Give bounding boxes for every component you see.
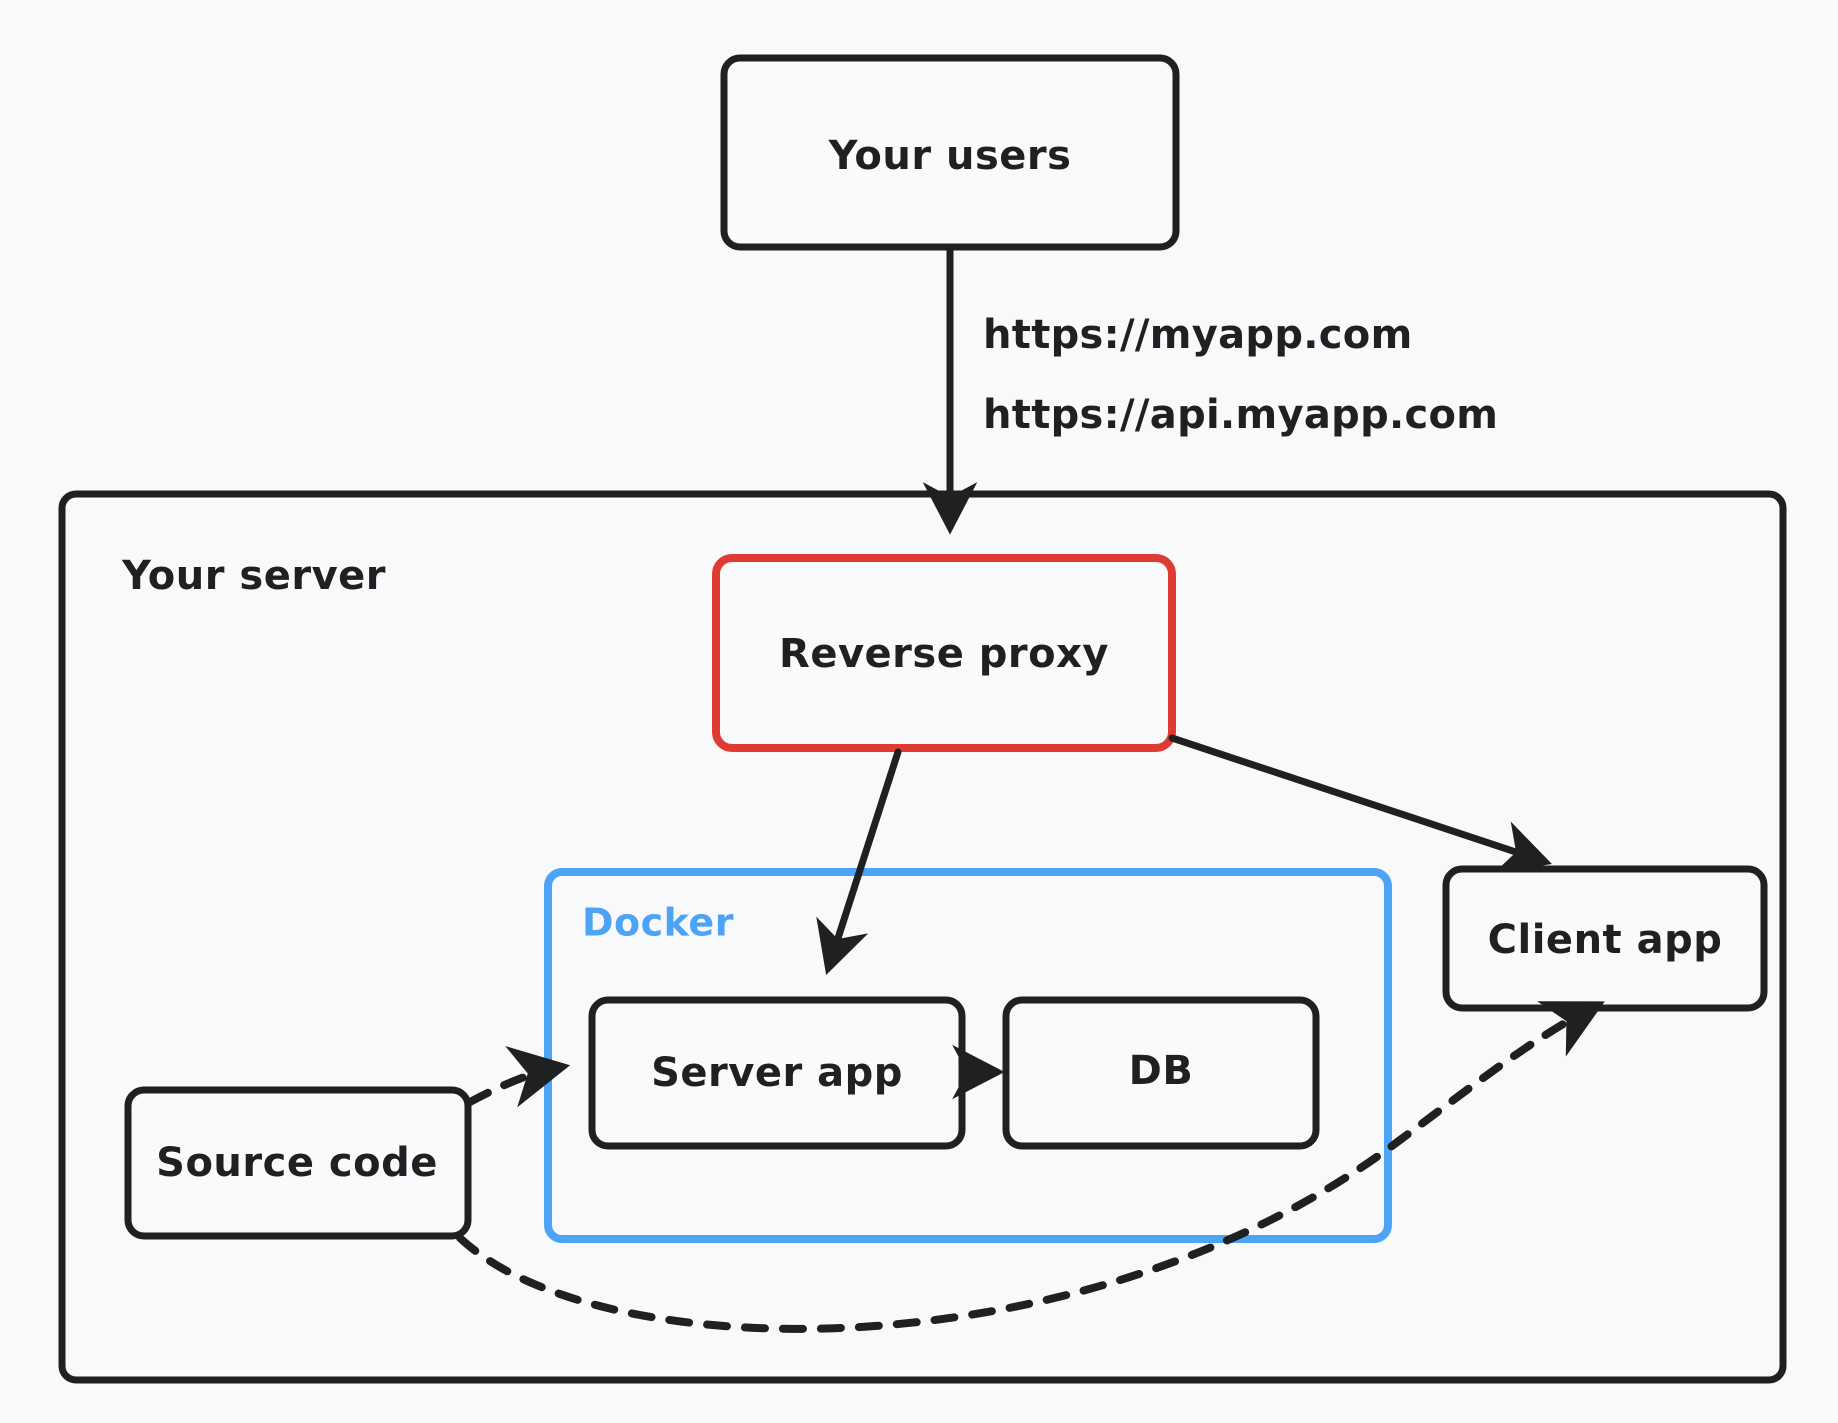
server-app-label: Server app — [651, 1050, 903, 1096]
node-your-users[interactable]: Your users — [720, 54, 1180, 251]
your-server-boundary — [58, 490, 1787, 1384]
node-server-app[interactable]: Server app — [588, 996, 966, 1150]
reverse-proxy-label: Reverse proxy — [779, 631, 1109, 677]
db-box[interactable] — [1002, 996, 1320, 1150]
edge-users-to-reverse-proxy: https://myapp.com https://api.myapp.com — [922, 244, 1498, 535]
node-db[interactable]: DB — [1002, 996, 1320, 1150]
source-code-box[interactable] — [124, 1086, 472, 1240]
group-your-server: Your server — [58, 490, 1787, 1384]
client-app-box[interactable] — [1442, 865, 1768, 1012]
node-client-app[interactable]: Client app — [1442, 865, 1768, 1012]
edge-proxy-to-server-app — [816, 748, 902, 975]
edge-source-to-server-app-line — [466, 1046, 571, 1108]
source-code-label: Source code — [156, 1140, 438, 1186]
node-source-code[interactable]: Source code — [124, 1086, 472, 1240]
db-label: DB — [1129, 1048, 1194, 1094]
reverse-proxy-box[interactable] — [712, 554, 1176, 752]
edge-label-url-api: https://api.myapp.com — [983, 392, 1498, 438]
edge-proxy-to-client-app-line — [1168, 734, 1552, 874]
edge-proxy-to-server-app-line — [816, 748, 902, 975]
edge-source-to-server-app — [466, 1046, 571, 1108]
your-server-label: Your server — [121, 553, 386, 599]
docker-label: Docker — [582, 901, 734, 945]
edge-label-url-primary: https://myapp.com — [983, 312, 1413, 358]
your-users-label: Your users — [828, 133, 1072, 179]
edge-source-to-client-app — [456, 1001, 1605, 1333]
node-reverse-proxy[interactable]: Reverse proxy — [712, 554, 1176, 752]
edge-proxy-to-client-app — [1168, 734, 1552, 874]
client-app-label: Client app — [1488, 917, 1723, 963]
edge-source-to-client-app-line — [456, 1001, 1605, 1333]
